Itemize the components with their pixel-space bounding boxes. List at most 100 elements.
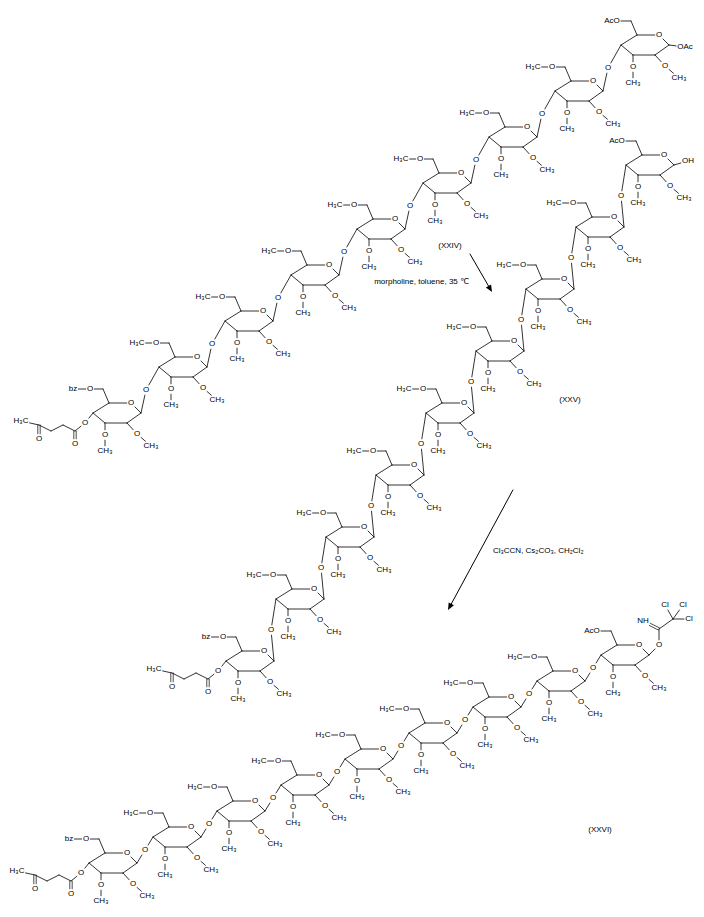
bond-line — [288, 609, 310, 610]
bond-line — [555, 91, 567, 101]
bond-line — [313, 513, 319, 514]
bond-line — [655, 45, 669, 55]
bond-line — [579, 675, 585, 681]
bond-line — [388, 485, 389, 492]
bond-line — [489, 137, 501, 147]
bond-line — [391, 239, 397, 246]
bond-line — [236, 637, 242, 651]
bond-line — [293, 795, 315, 796]
bond-line — [673, 619, 684, 620]
bond-line — [585, 705, 589, 709]
bond-line — [226, 297, 235, 298]
bond-line — [291, 265, 307, 275]
atom-label: CH₃ — [427, 504, 442, 512]
bond-line — [215, 321, 225, 339]
bond-line — [423, 183, 435, 193]
bond-line — [577, 203, 586, 204]
bond-line — [457, 193, 463, 200]
bond-line — [267, 315, 273, 321]
bond-line — [357, 219, 373, 229]
atom-label: AcO — [604, 17, 620, 25]
atom-label: H₃C — [252, 757, 267, 765]
bond-line — [427, 389, 436, 390]
atom-label: O — [316, 771, 322, 779]
bond-line — [471, 207, 475, 211]
atom-label: NH — [637, 617, 649, 625]
atom-label: H₃C — [394, 155, 409, 163]
arrow-head — [448, 602, 454, 610]
bond-line — [622, 201, 625, 227]
atom-label: CH₃ — [631, 199, 646, 207]
bond-line — [521, 731, 525, 735]
bond-line — [425, 723, 443, 724]
atom-label: O — [458, 169, 464, 177]
atom-label: CH₃ — [222, 845, 237, 853]
bond-line — [357, 769, 379, 770]
bond-line — [326, 527, 342, 537]
bond-line — [242, 651, 260, 652]
bond-line — [626, 165, 638, 175]
bond-line — [159, 367, 171, 377]
bond-line — [424, 159, 433, 160]
bond-line — [537, 161, 541, 165]
bond-line — [633, 55, 655, 56]
bond-line — [196, 673, 208, 679]
bond-line — [322, 573, 325, 599]
atom-label: H₃C — [124, 809, 139, 817]
atom-label: CH₃ — [474, 212, 489, 220]
bond-line — [148, 837, 153, 845]
bond-line — [369, 239, 370, 246]
bond-line — [501, 147, 523, 148]
atom-label: CH₃ — [588, 710, 603, 718]
atom-label: CH₃ — [210, 396, 225, 404]
bond-line — [377, 451, 386, 452]
bond-line — [211, 637, 218, 638]
atom-label: O — [268, 626, 274, 634]
atom-label: O — [386, 776, 392, 784]
bond-line — [572, 227, 576, 253]
bond-line — [476, 113, 482, 114]
bond-line — [235, 297, 241, 311]
atom-label: Cl — [679, 601, 687, 609]
atom-label: CH₃ — [276, 350, 291, 358]
bond-line — [233, 801, 251, 802]
atom-label: O — [380, 745, 386, 753]
compound-number: (XXIV) — [438, 242, 462, 250]
bond-line — [175, 357, 193, 358]
arrow-shaft — [470, 254, 488, 286]
double-bond — [209, 679, 210, 687]
bond-line — [542, 279, 560, 280]
atom-label: CH₃ — [627, 256, 642, 264]
bond-line — [163, 813, 169, 827]
bond-line — [225, 321, 237, 331]
bond-line — [323, 779, 329, 785]
atom-label: O — [335, 555, 341, 563]
atom-label: CH₃ — [428, 217, 443, 225]
bond-line — [149, 367, 159, 385]
bond-line — [288, 609, 289, 616]
bond-line — [207, 349, 211, 367]
bond-line — [457, 725, 462, 733]
bond-line — [367, 205, 373, 219]
atom-label: O — [142, 846, 148, 854]
atom-label: O — [546, 699, 552, 707]
bond-line — [71, 876, 77, 881]
atom-label: bz — [65, 835, 73, 843]
bond-line — [510, 351, 524, 361]
bond-line — [422, 413, 426, 439]
bond-line — [99, 839, 105, 853]
atom-label: O — [124, 849, 130, 857]
bond-line — [347, 229, 357, 247]
atom-label: CH₃ — [652, 684, 667, 692]
bond-line — [208, 674, 214, 679]
bond-line — [301, 251, 307, 265]
bond-line — [386, 451, 392, 465]
bond-line — [357, 229, 369, 239]
bond-line — [631, 21, 637, 35]
bond-line — [392, 465, 410, 466]
atom-label: O — [482, 725, 488, 733]
bond-line — [518, 345, 524, 351]
atom-label: O — [464, 200, 470, 208]
bond-line — [396, 709, 402, 710]
atom-label: CH₃ — [540, 166, 555, 174]
